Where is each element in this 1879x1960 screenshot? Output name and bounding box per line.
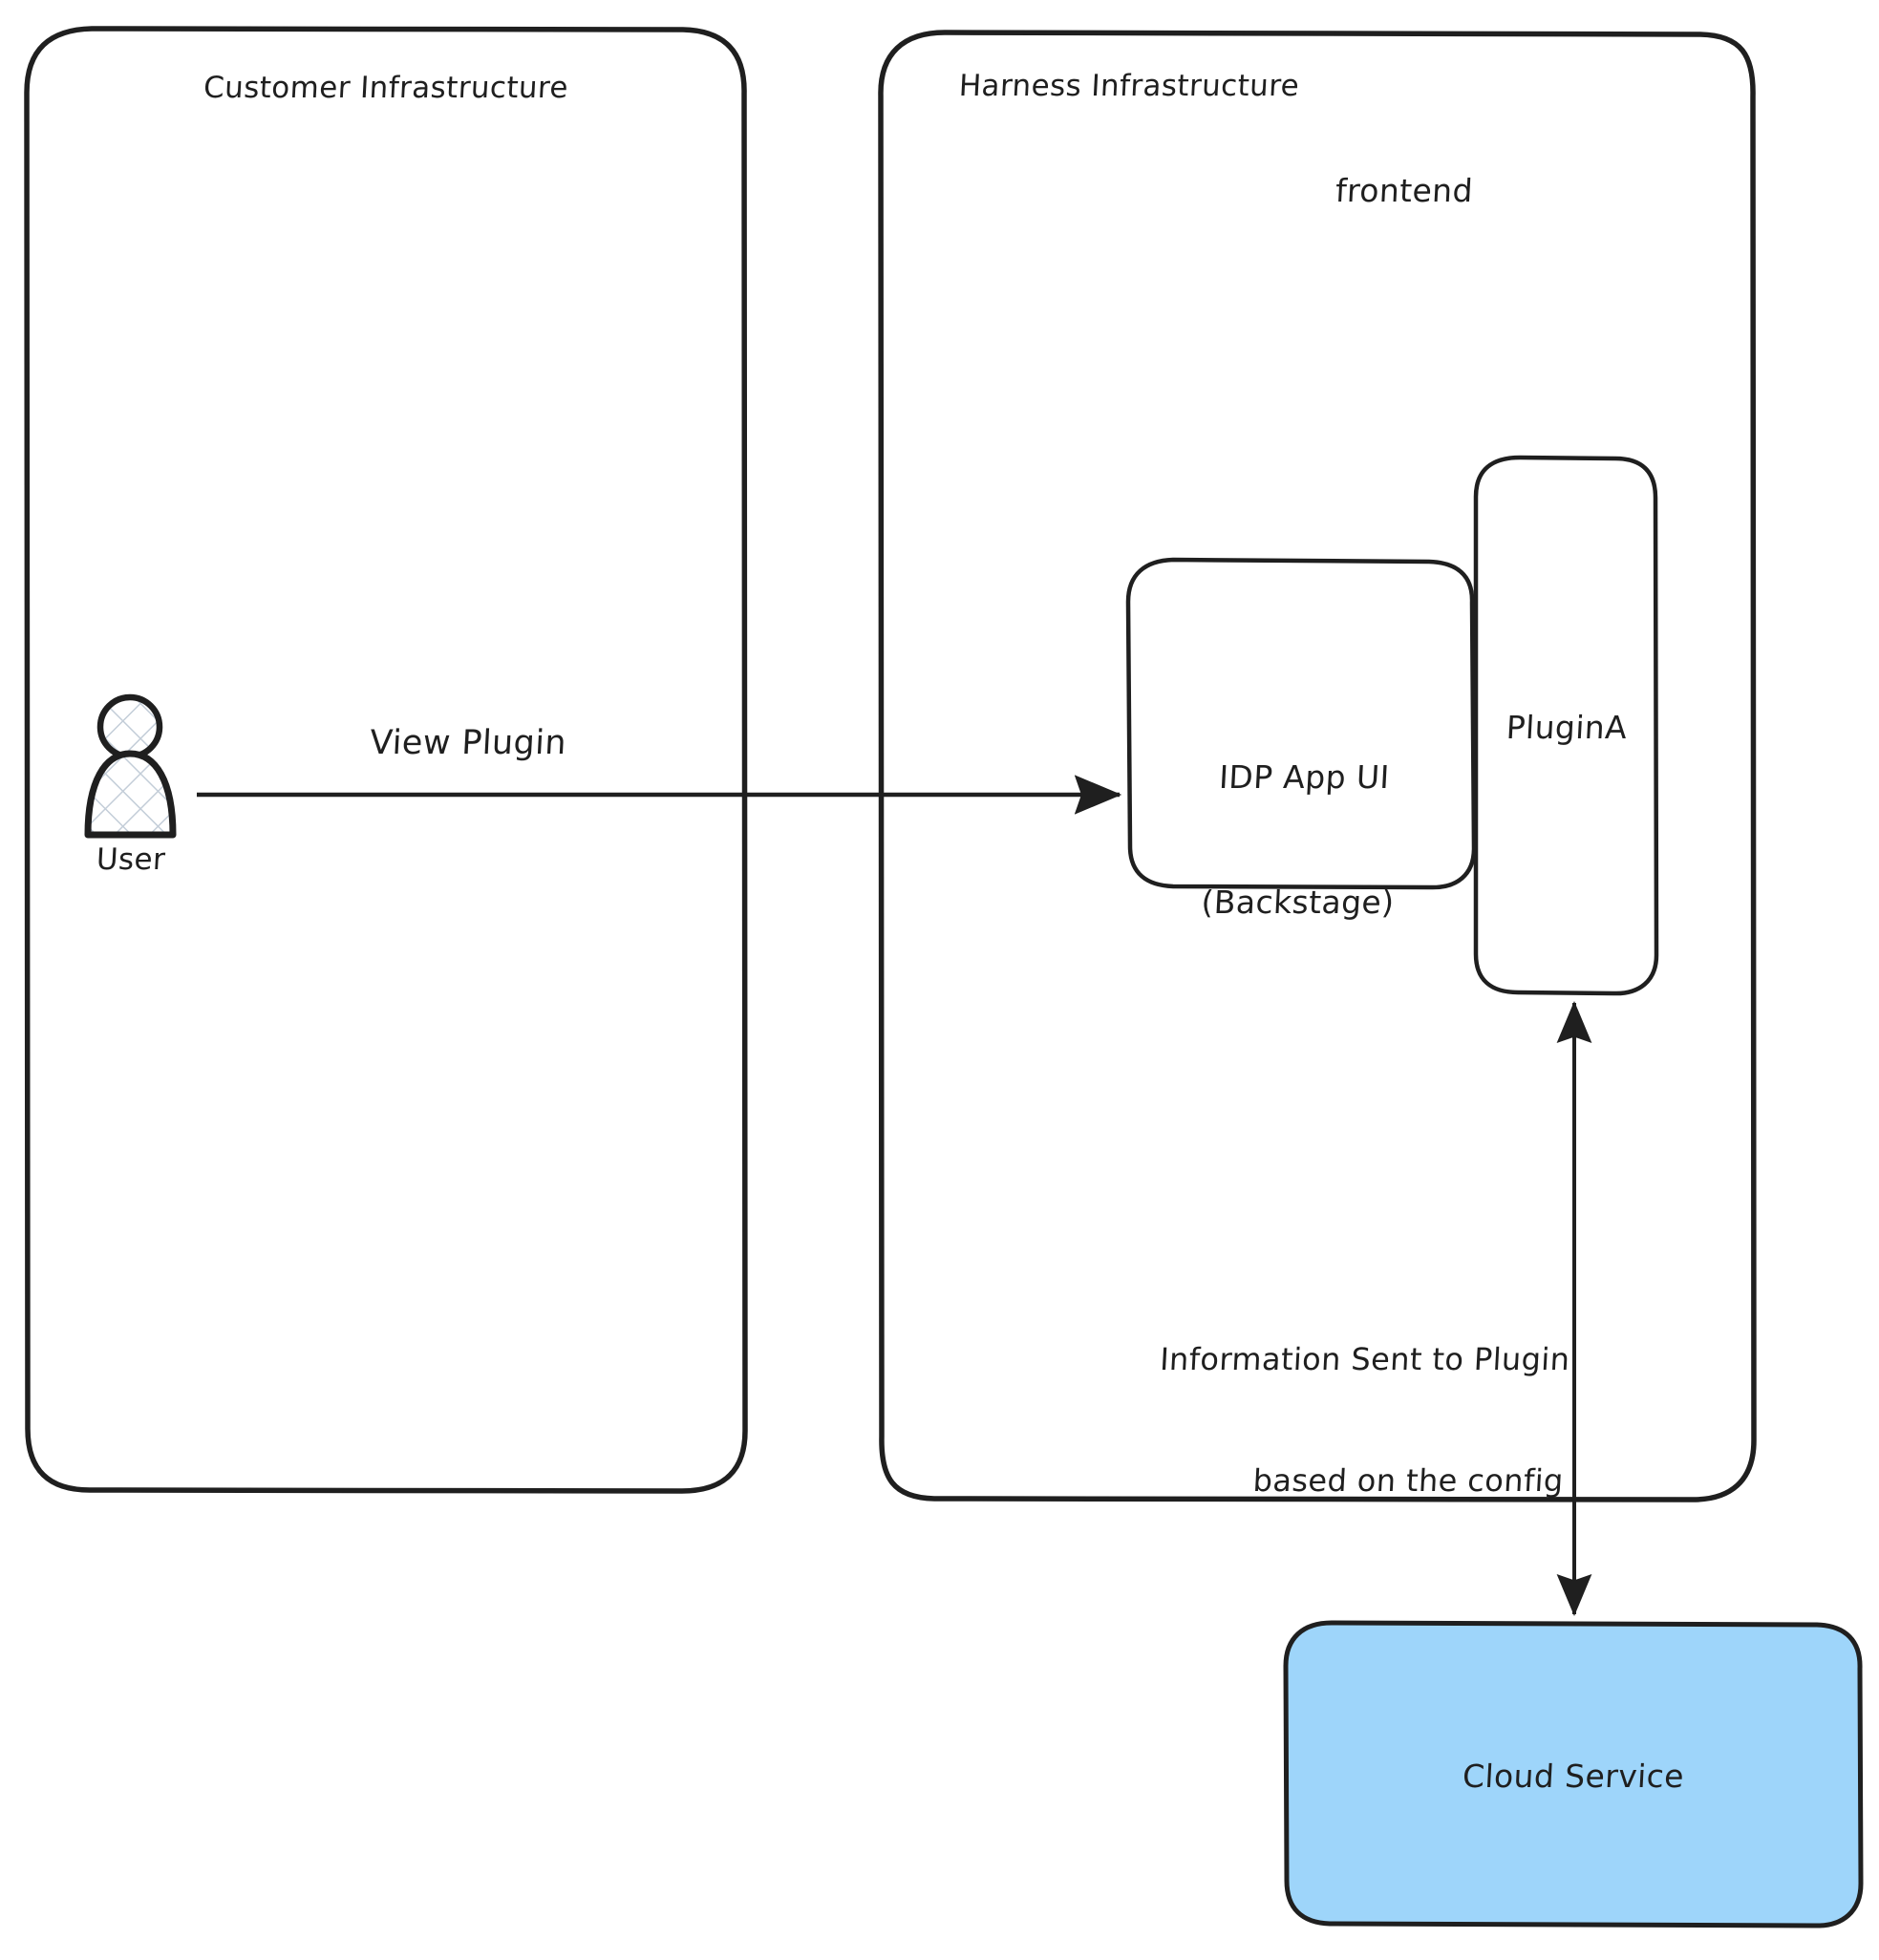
edge-label-view-plugin: View Plugin [369, 724, 567, 762]
node-label-plugin-a: PluginA [1505, 709, 1629, 746]
user-person-icon [84, 693, 177, 839]
group-title-customer-infrastructure: Customer Infrastructure [203, 71, 569, 105]
node-cloud-service-shape[interactable] [1283, 1620, 1864, 1928]
node-label-cloud-service: Cloud Service [1462, 1758, 1685, 1795]
edge-label-information-sent: Information Sent to Plugin based on the … [1014, 1259, 1575, 1582]
node-label-user: User [95, 842, 167, 877]
node-label-idp-app-ui-line1: IDP App UI [1218, 758, 1391, 797]
node-plugin-a-shape[interactable] [1473, 455, 1659, 996]
label-frontend: frontend [1335, 172, 1474, 209]
group-customer-infrastructure [24, 26, 748, 1494]
edge-label-information-sent-line2: based on the config [1251, 1462, 1565, 1500]
edge-label-information-sent-line1: Information Sent to Plugin [1159, 1341, 1571, 1378]
node-label-idp-app-ui-line2: (Backstage) [1200, 883, 1396, 921]
node-label-idp-app-ui: IDP App UI (Backstage) [1121, 673, 1481, 1006]
node-idp-app-ui-shape[interactable] [1125, 557, 1477, 890]
group-title-harness-infrastructure: Harness Infrastructure [957, 69, 1301, 103]
